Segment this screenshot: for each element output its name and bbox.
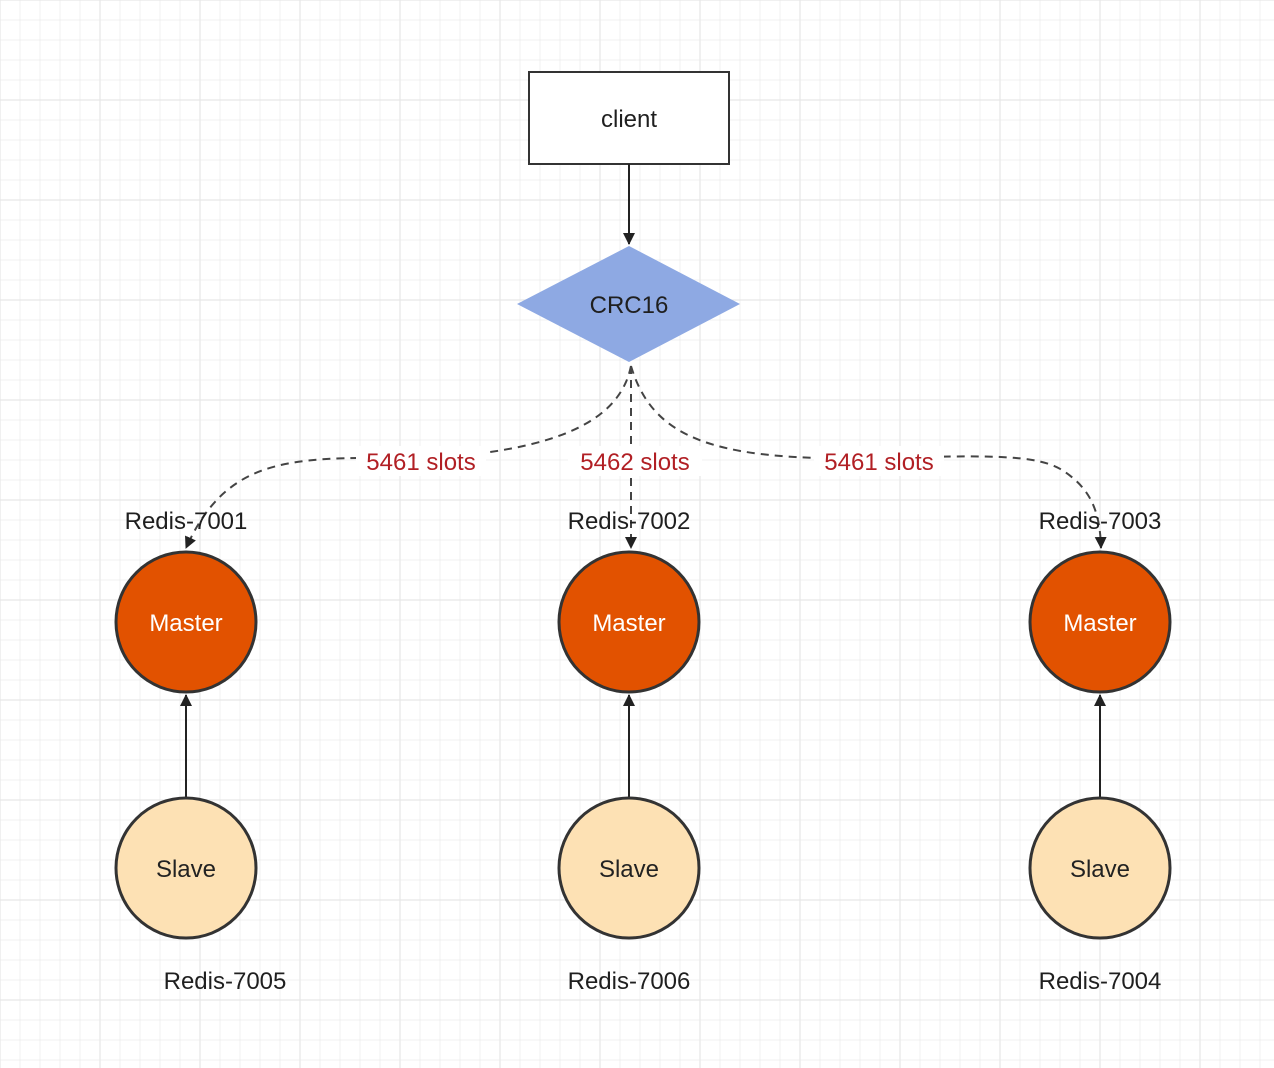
slave-1-name: Redis-7005	[164, 968, 287, 995]
slave-2-circle	[557, 796, 701, 940]
master-3-node[interactable]: Master	[1028, 550, 1172, 694]
master-1-node[interactable]: Master	[114, 550, 258, 694]
client-box	[528, 71, 730, 165]
master-2-name: Redis-7002	[568, 508, 691, 535]
master-1-circle	[114, 550, 258, 694]
master-3-name: Redis-7003	[1039, 508, 1162, 535]
slave-2-label: Slave	[599, 856, 659, 883]
slave-1-node[interactable]: Slave	[114, 796, 258, 940]
hash-diamond	[517, 246, 740, 362]
master-2-node[interactable]: Master	[557, 550, 701, 694]
slave-1-label: Slave	[156, 856, 216, 883]
slot-label-3: 5461 slots	[814, 446, 944, 476]
master-3-label: Master	[1063, 610, 1136, 637]
slot-label-1: 5461 slots	[356, 446, 486, 476]
slot-text-3: 5461 slots	[824, 449, 933, 476]
slave-2-node[interactable]: Slave	[557, 796, 701, 940]
slot-text-2: 5462 slots	[580, 449, 689, 476]
slave-3-name: Redis-7004	[1039, 968, 1162, 995]
master-1-name: Redis-7001	[125, 508, 248, 535]
slave-3-label: Slave	[1070, 856, 1130, 883]
slave-2-name: Redis-7006	[568, 968, 691, 995]
master-1-label: Master	[149, 610, 222, 637]
slave-1-circle	[114, 796, 258, 940]
hash-node[interactable]: CRC16	[517, 246, 740, 362]
client-label: client	[601, 106, 657, 133]
master-3-circle	[1028, 550, 1172, 694]
client-node[interactable]: client	[528, 71, 730, 165]
slave-3-circle	[1028, 796, 1172, 940]
master-2-circle	[557, 550, 701, 694]
hash-label: CRC16	[590, 292, 669, 319]
slave-3-node[interactable]: Slave	[1028, 796, 1172, 940]
slot-label-2: 5462 slots	[568, 446, 702, 476]
slot-text-1: 5461 slots	[366, 449, 475, 476]
hash-to-master-1-edge	[185, 365, 632, 549]
master-2-label: Master	[592, 610, 665, 637]
